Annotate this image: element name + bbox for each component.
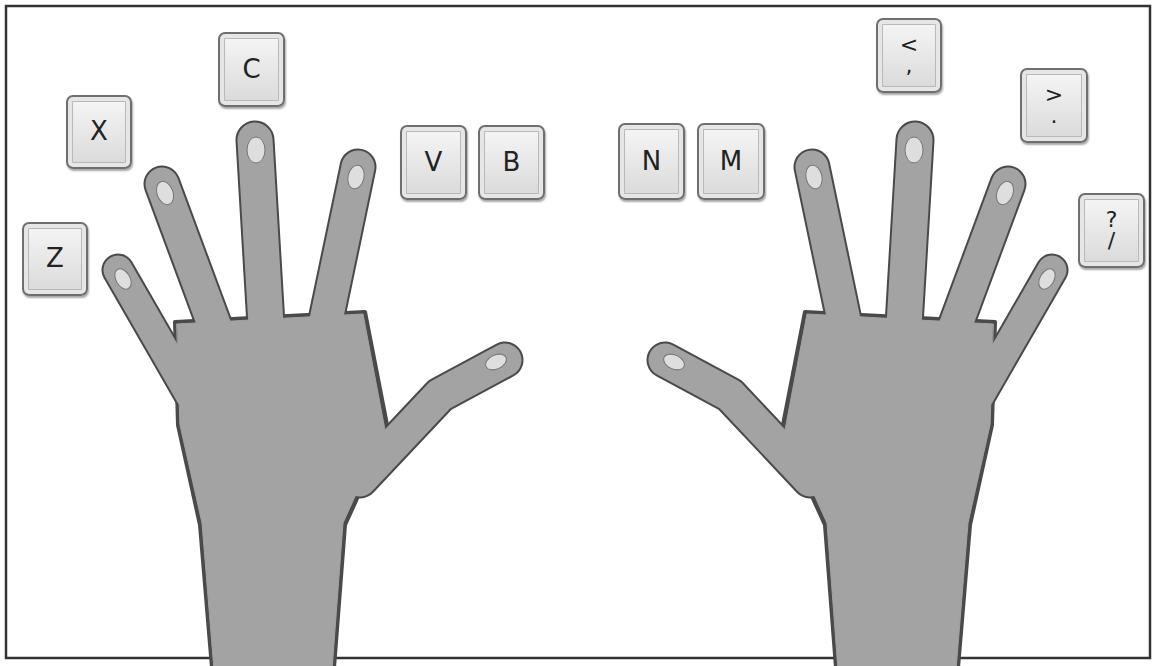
key-cap: M	[697, 123, 765, 200]
key-cap: N	[618, 123, 685, 200]
key-cap: <,	[876, 18, 942, 93]
key-label: /	[1108, 231, 1115, 252]
key-label: B	[503, 149, 521, 176]
key-label: .	[1051, 106, 1058, 127]
key-label: <	[900, 35, 918, 56]
key-cap: Z	[22, 222, 88, 296]
key-cap: >.	[1020, 68, 1088, 143]
key-label: X	[90, 118, 108, 145]
key-cap: ?/	[1078, 193, 1145, 268]
key-cap: V	[400, 125, 467, 200]
key-label: ?	[1106, 210, 1118, 231]
key-label: V	[425, 149, 443, 176]
key-label: ,	[906, 56, 913, 77]
right-hand	[661, 137, 1058, 666]
key-cap: B	[478, 125, 545, 200]
key-label: Z	[46, 245, 64, 272]
key-label: N	[642, 148, 661, 175]
key-cap: C	[218, 32, 285, 107]
key-cap: X	[66, 95, 132, 169]
key-label: C	[242, 56, 260, 83]
left-hand	[111, 137, 508, 666]
key-label: >	[1045, 85, 1063, 106]
key-label: M	[720, 148, 742, 175]
